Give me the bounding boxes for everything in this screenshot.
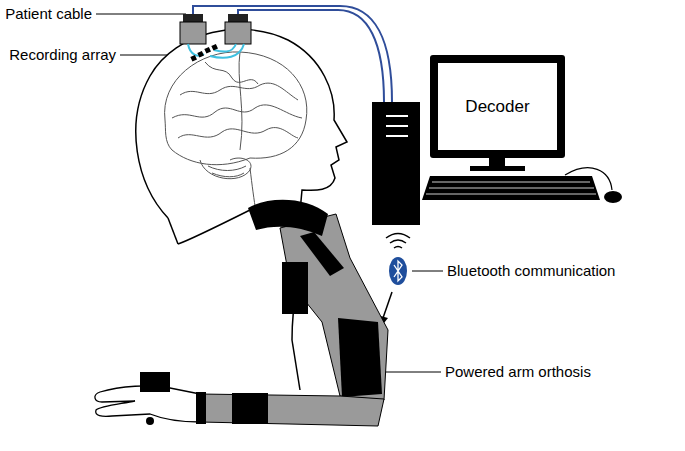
wireless-waves [386,234,410,249]
bluetooth-icon [389,257,407,285]
tower-slots [386,116,408,136]
callout-label: Bluetooth communication [447,262,615,280]
callout-label: Patient cable [5,5,92,23]
forearm-cuff [232,393,268,424]
keyboard-keys [426,182,596,194]
screen-text: Decoder [465,97,529,117]
neck-line [168,218,178,244]
connector-body [225,22,251,44]
patient-cables [193,6,392,102]
upper-arm-strap [282,262,308,314]
monitor-base [470,166,525,171]
head-outline [136,29,347,244]
mouse-cable [565,168,612,190]
monitor-neck [489,158,505,167]
elbow-cuff [338,318,382,397]
leader-line [412,271,443,272]
leader-line [384,372,441,373]
forearm-orthosis [200,394,384,426]
wrist-brace [196,392,206,424]
command-arrow [383,292,392,318]
keyboard [422,176,600,200]
bluetooth-rune [394,261,402,281]
connector-body [180,22,206,44]
monitor-screen: Decoder [438,63,557,150]
brain [165,52,307,212]
finger-sensor [146,417,154,425]
shoulder-cap [248,200,328,236]
mouse [604,191,622,203]
leader-line [96,14,186,15]
monitor-frame [430,55,565,158]
array-wires [188,44,244,58]
computer-tower [372,102,420,225]
recording-array [190,44,218,62]
hand-brace [140,372,170,392]
callout-label: Recording array [9,46,116,64]
upper-arm-orthosis [280,214,388,400]
callout-label: Powered arm orthosis [445,363,591,381]
